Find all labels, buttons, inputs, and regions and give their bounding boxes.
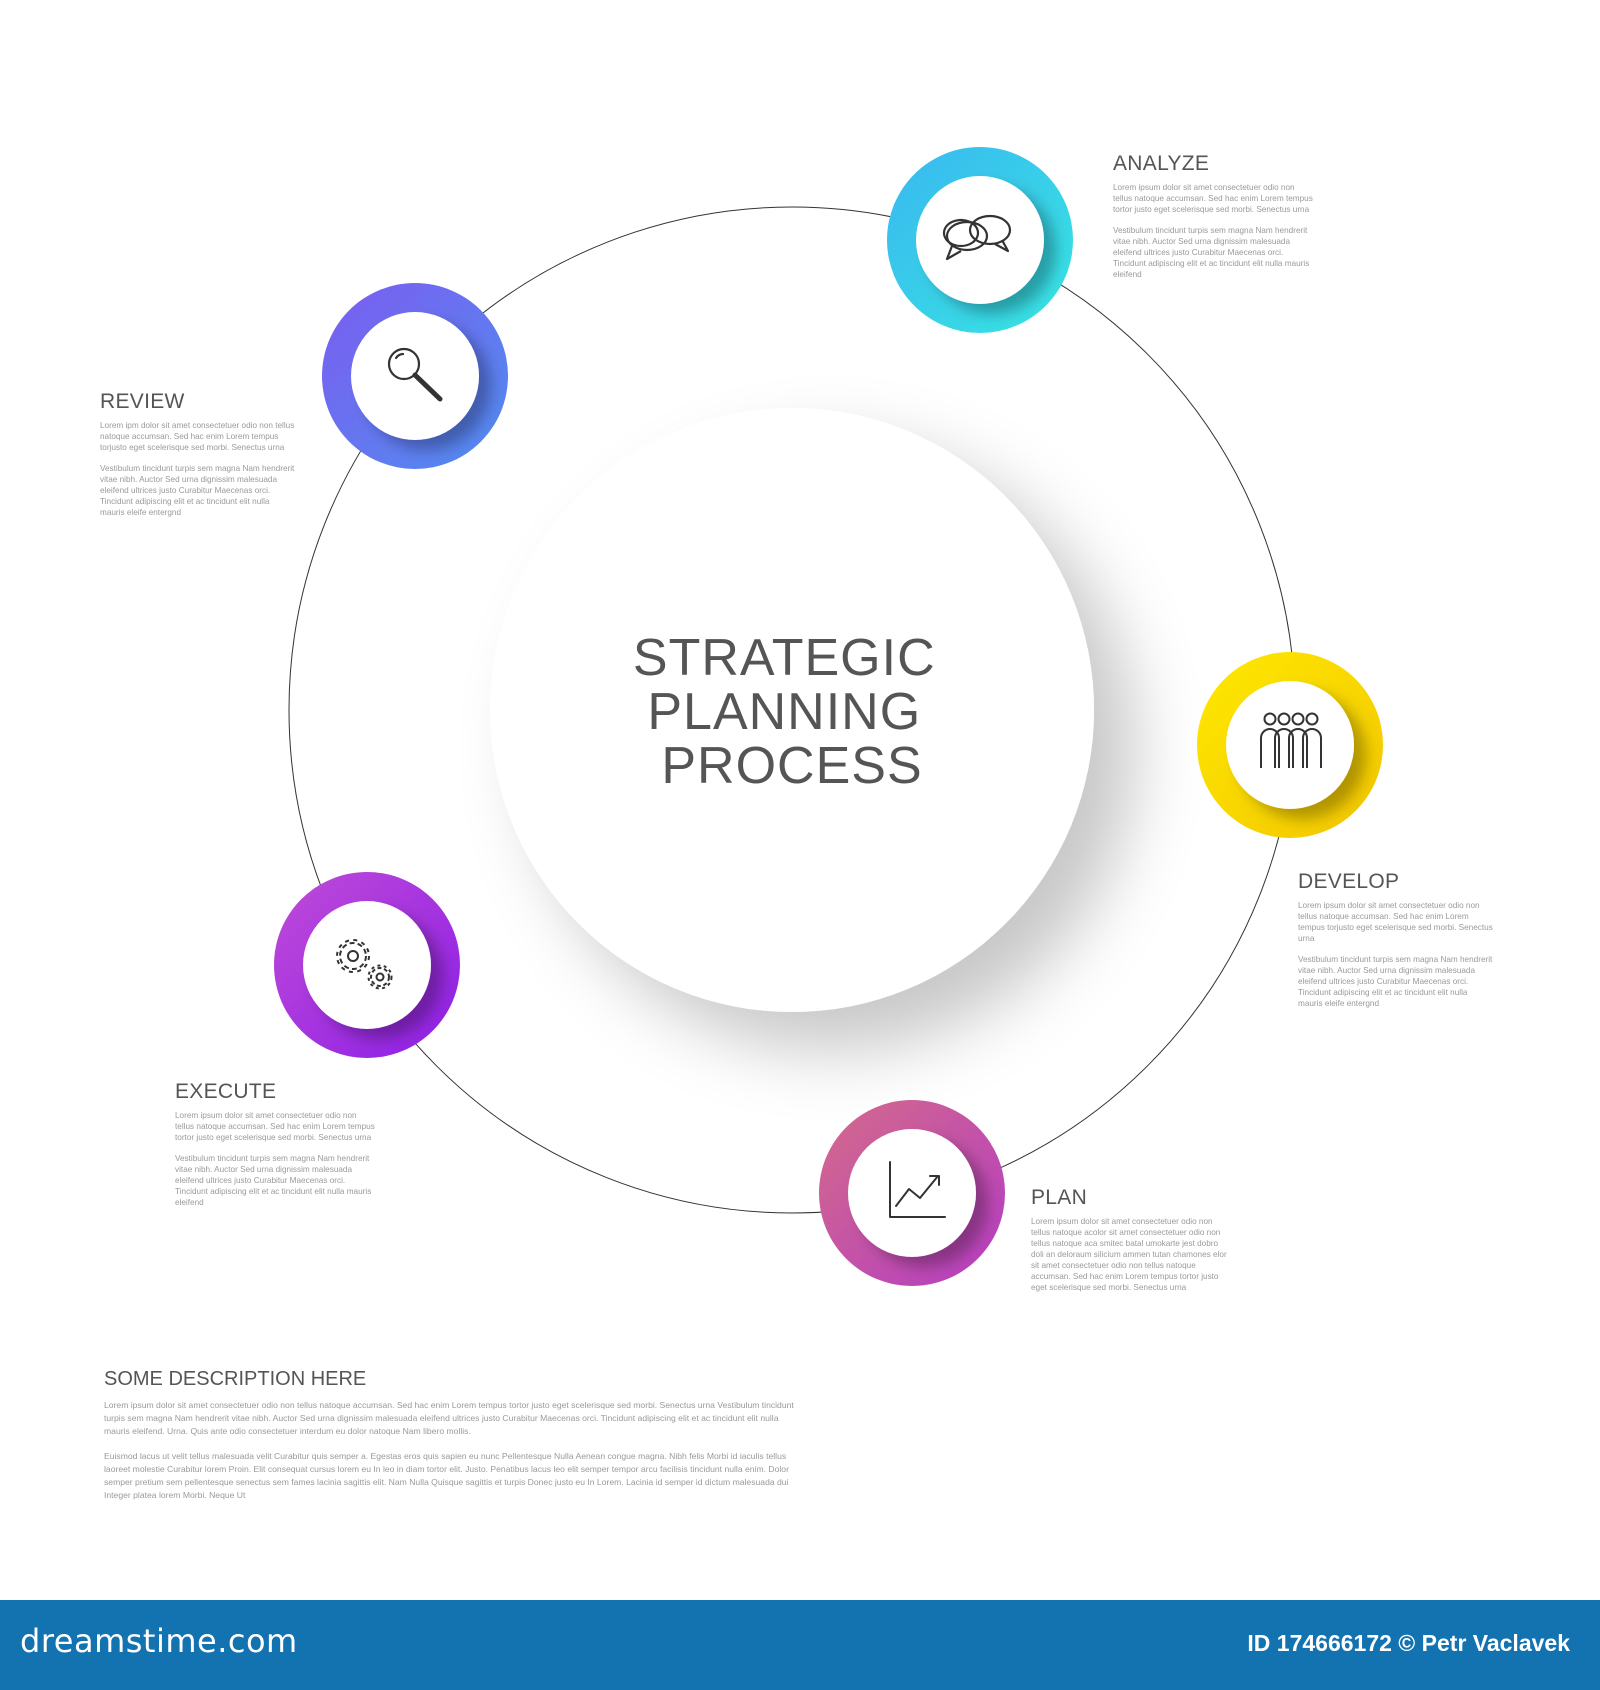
team-icon <box>1260 712 1322 768</box>
gears-icon <box>336 939 393 990</box>
stage-title-plan: PLAN <box>1031 1186 1088 1209</box>
stage-paragraph: Vestibulum tincidunt turpis sem magna Na… <box>1298 955 1493 1008</box>
speech-bubbles-icon <box>942 214 1012 261</box>
stage-title-execute: EXECUTE <box>175 1080 277 1103</box>
stage-disc-plan <box>848 1129 976 1257</box>
stage-paragraph: Lorem ipsum dolor sit amet consectetuer … <box>1298 901 1493 943</box>
stage-node-develop[interactable] <box>1197 652 1383 838</box>
stage-paragraph: Vestibulum tincidunt turpis sem magna Na… <box>1113 226 1310 279</box>
stage-paragraph: Vestibulum tincidunt turpis sem magna Na… <box>175 1154 372 1207</box>
stage-paragraph: Lorem ipm dolor sit amet consectetuer od… <box>100 421 295 452</box>
stage-text-analyze: ANALYZE Lorem ipsum dolor sit amet conse… <box>1113 152 1313 290</box>
stage-title-review: REVIEW <box>100 390 185 413</box>
description-paragraph: Lorem ipsum dolor sit amet consectetuer … <box>104 1400 794 1436</box>
footer-credit: ID 174666172 © Petr Vaclavek <box>1247 1630 1570 1656</box>
footer-brand[interactable]: dreamstime.com <box>20 1622 298 1660</box>
process-diagram: STRATEGIC PLANNING PROCESS <box>274 147 1383 1286</box>
stage-node-execute[interactable] <box>274 872 460 1058</box>
stage-text-plan: PLAN Lorem ipsum dolor sit amet consecte… <box>1031 1186 1231 1303</box>
stage-paragraph: Vestibulum tincidunt turpis sem magna Na… <box>100 464 295 517</box>
center-title-line-2: PLANNING <box>647 683 921 741</box>
stage-paragraph: Lorem ipsum dolor sit amet consectetuer … <box>1031 1217 1227 1292</box>
description-title: SOME DESCRIPTION HERE <box>104 1368 367 1390</box>
stage-text-review: REVIEW Lorem ipm dolor sit amet consecte… <box>100 390 295 528</box>
growth-chart-icon <box>889 1161 946 1218</box>
center-title-line-3: PROCESS <box>661 737 922 795</box>
stage-paragraph: Lorem ipsum dolor sit amet consectetuer … <box>1113 183 1313 214</box>
center-title: STRATEGIC PLANNING PROCESS <box>633 629 951 795</box>
description-paragraph: Euismod lacus ut velit tellus malesuada … <box>104 1451 789 1500</box>
stage-text-develop: DEVELOP Lorem ipsum dolor sit amet conse… <box>1298 870 1493 1019</box>
stage-node-plan[interactable] <box>819 1100 1005 1286</box>
stage-text-execute: EXECUTE Lorem ipsum dolor sit amet conse… <box>175 1080 375 1218</box>
footer-bar: dreamstime.com ID 174666172 © Petr Vacla… <box>0 1600 1600 1690</box>
center-circle <box>490 408 1094 1012</box>
stage-paragraph: Lorem ipsum dolor sit amet consectetuer … <box>175 1111 375 1142</box>
stage-node-review[interactable] <box>322 283 508 469</box>
stage-disc-analyze <box>916 176 1044 304</box>
stage-title-analyze: ANALYZE <box>1113 152 1210 175</box>
stage-node-analyze[interactable] <box>887 147 1073 333</box>
stage-title-develop: DEVELOP <box>1298 870 1400 893</box>
center-title-line-1: STRATEGIC <box>633 629 936 687</box>
magnifier-icon <box>387 347 443 402</box>
description-block: SOME DESCRIPTION HERE Lorem ipsum dolor … <box>104 1368 804 1514</box>
